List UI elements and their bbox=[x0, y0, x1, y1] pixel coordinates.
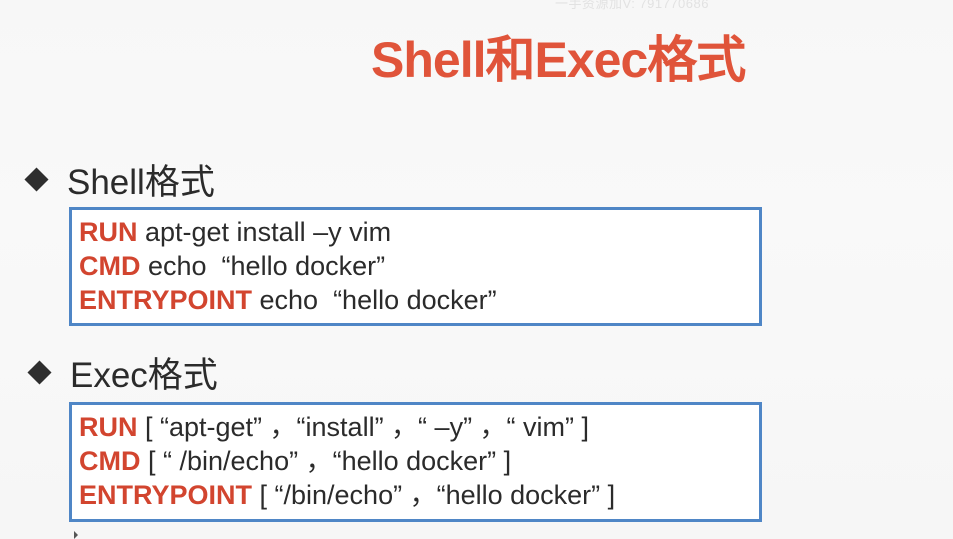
code-keyword: ENTRYPOINT bbox=[79, 480, 253, 510]
code-line: ENTRYPOINT echo “hello docker” bbox=[79, 283, 759, 317]
exec-section-heading: Exec格式 bbox=[27, 347, 218, 398]
code-line: CMD [ “ /bin/echo” ，“hello docker” ] bbox=[79, 444, 759, 478]
code-keyword: ENTRYPOINT bbox=[79, 285, 253, 315]
code-text: [ “/bin/echo” ，“hello docker” ] bbox=[252, 480, 616, 510]
diamond-bullet-icon bbox=[24, 167, 49, 192]
exec-heading-label: Exec格式 bbox=[70, 356, 218, 395]
shell-heading-label: Shell格式 bbox=[67, 163, 215, 202]
code-keyword: RUN bbox=[79, 412, 138, 442]
code-text: apt-get install –y vim bbox=[137, 217, 392, 247]
code-text: [ “ /bin/echo” ，“hello docker” ] bbox=[140, 446, 512, 476]
mouse-cursor-icon bbox=[74, 531, 78, 539]
slide-title: Shell和Exec格式 bbox=[371, 32, 746, 88]
code-line: RUN [ “apt-get” ，“install” ，“ –y” ，“ vim… bbox=[79, 410, 759, 444]
code-line: ENTRYPOINT [ “/bin/echo” ，“hello docker”… bbox=[79, 478, 759, 512]
code-keyword: CMD bbox=[79, 251, 141, 281]
shell-section-heading: Shell格式 bbox=[24, 154, 215, 205]
code-line: RUN apt-get install –y vim bbox=[79, 215, 759, 249]
code-line: CMD echo “hello docker” bbox=[79, 249, 759, 283]
watermark-text: 一手资源加V: 791770686 bbox=[555, 0, 709, 11]
code-text: echo “hello docker” bbox=[252, 285, 497, 315]
code-keyword: CMD bbox=[79, 446, 141, 476]
code-keyword: RUN bbox=[79, 217, 138, 247]
shell-code-box: RUN apt-get install –y vim CMD echo “hel… bbox=[69, 207, 762, 326]
exec-code-box: RUN [ “apt-get” ，“install” ，“ –y” ，“ vim… bbox=[69, 402, 762, 522]
code-text: [ “apt-get” ，“install” ，“ –y” ，“ vim” ] bbox=[137, 412, 590, 442]
diamond-bullet-icon bbox=[27, 360, 52, 385]
code-text: echo “hello docker” bbox=[140, 251, 386, 281]
